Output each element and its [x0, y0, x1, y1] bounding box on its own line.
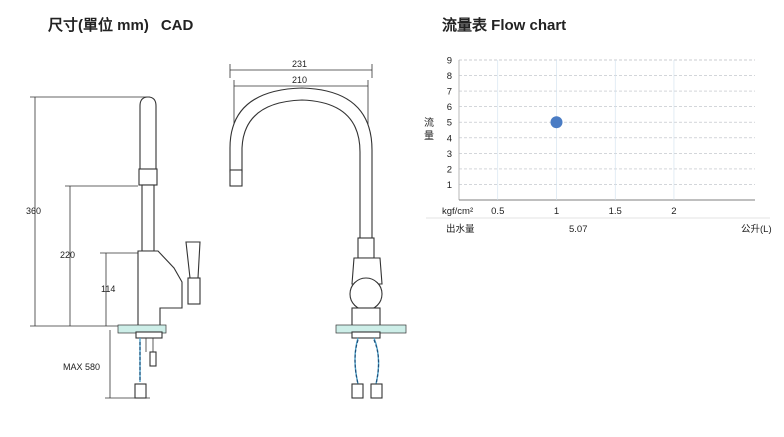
flow-chart-heading: 流量表 Flow chart: [442, 17, 567, 34]
x-axis-ticks: 0.5 1 1.5 2: [491, 206, 676, 217]
hose-side: [134, 338, 157, 399]
y-tick-label: 2: [447, 164, 452, 175]
cad-heading-label: 尺寸(單位 mm): [48, 17, 149, 34]
data-point: [550, 116, 563, 129]
dimension-lines: [30, 96, 150, 399]
cad-heading-suffix: CAD: [160, 17, 194, 34]
faucet-front-body: [349, 237, 383, 327]
y-axis-label: 流量: [424, 116, 434, 142]
y-tick-label: 3: [447, 149, 452, 160]
front-view-drawing: 231 210: [229, 59, 407, 399]
y-axis-ticks: 1 2 3 4 5 6 7 8 9: [447, 56, 452, 191]
flow-chart: 1 2 3 4 5 6 7 8 9 0.5 1 1.5 2 流量 kgf/cm² 出水量 5.07 公…: [424, 56, 772, 236]
hose-front: [351, 337, 383, 399]
x-tick-label: 1: [554, 206, 559, 217]
x-tick-label: 2: [671, 206, 676, 217]
dim-inner-width: 210: [292, 75, 307, 85]
side-view-drawing: 360 220 114 MAX 580: [26, 96, 201, 399]
dim-total-height: 360: [26, 206, 41, 216]
dim-outer-width: 231: [292, 59, 307, 69]
y-tick-label: 1: [447, 180, 452, 191]
deck-plate-front: [335, 324, 407, 339]
flow-row-label: 出水量: [446, 223, 475, 235]
data-points: [550, 116, 563, 129]
faucet-side-body: [137, 96, 201, 327]
dim-max-hose: MAX 580: [63, 362, 100, 372]
deck-plate-side: [117, 324, 167, 339]
x-tick-label: 0.5: [491, 206, 504, 217]
flow-value: 5.07: [569, 224, 588, 235]
y-tick-label: 4: [447, 133, 452, 144]
chart-grid: [426, 59, 770, 219]
cad-heading: 尺寸(單位 mm) CAD: [48, 14, 193, 35]
flow-unit: 公升(L): [741, 224, 772, 235]
dim-base-height: 114: [101, 284, 115, 294]
x-tick-label: 1.5: [609, 206, 622, 217]
x-axis-unit-label: kgf/cm²: [442, 206, 473, 217]
gooseneck-spout: [229, 87, 373, 241]
y-tick-label: 9: [447, 56, 452, 67]
y-tick-label: 5: [447, 118, 452, 129]
y-tick-label: 7: [447, 87, 452, 98]
dim-spout-height: 220: [60, 250, 75, 260]
y-tick-label: 8: [447, 71, 452, 82]
y-tick-label: 6: [447, 102, 452, 113]
